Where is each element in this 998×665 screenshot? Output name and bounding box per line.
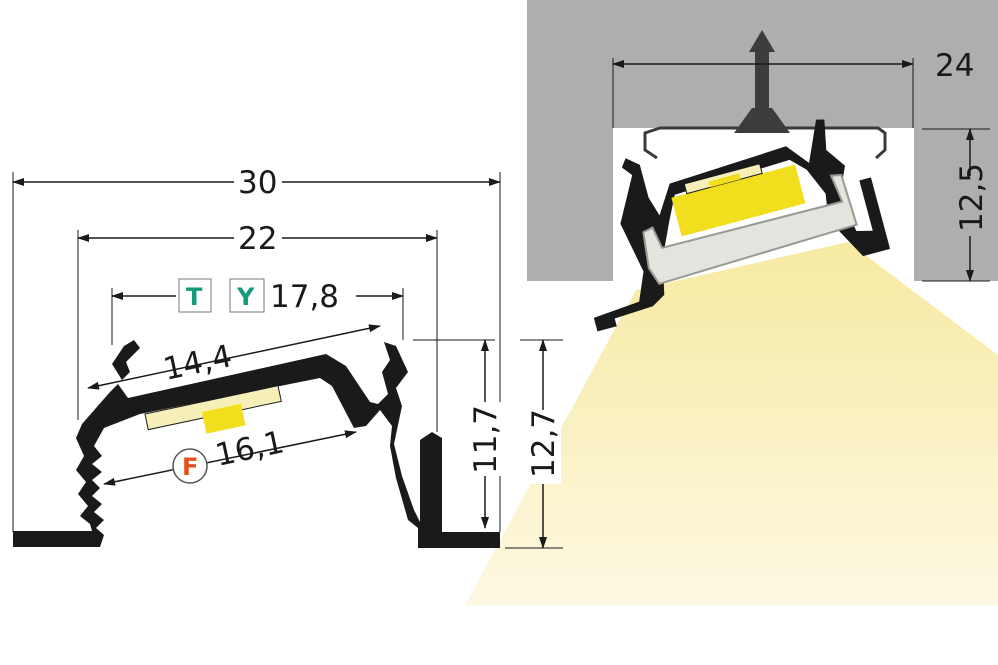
dimension-label-22: 22 <box>238 221 277 257</box>
ceiling-profile <box>593 119 891 332</box>
dimension-line-14-4 <box>87 324 381 390</box>
dimension-label-16-1: 16,1 <box>212 424 287 474</box>
dimension-label-12-7: 12,7 <box>526 409 562 478</box>
label-backdrop <box>234 162 282 200</box>
dimension-label-24: 24 <box>935 48 974 84</box>
label-backdrop <box>952 176 988 236</box>
svg-text:T: T <box>186 283 203 311</box>
left-profile-drawing: 30 22 T Y 17,8 14,4 F 16,1 11,7 <box>12 162 563 549</box>
ceiling-installation: 24 12,5 <box>465 0 998 605</box>
diffuser-badge-y: Y <box>229 278 265 313</box>
light-beam <box>465 242 998 605</box>
led-strip <box>144 385 282 434</box>
mounting-clip <box>643 126 887 160</box>
ceiling-block <box>527 0 998 281</box>
diffuser-badge-t: T <box>178 278 212 313</box>
label-backdrop <box>464 402 502 476</box>
dimension-line-16-1 <box>103 430 357 486</box>
label-backdrop <box>523 410 561 484</box>
svg-text:Y: Y <box>236 283 255 311</box>
dimension-label-30: 30 <box>238 165 277 201</box>
dimension-label-17-8: 17,8 <box>270 279 339 315</box>
dimension-label-11-7: 11,7 <box>468 405 504 474</box>
dimension-label-12-5: 12,5 <box>954 163 990 232</box>
led-badge-f <box>172 448 208 484</box>
label-backdrop <box>234 218 282 256</box>
led-badge-f-label: F <box>182 453 198 481</box>
